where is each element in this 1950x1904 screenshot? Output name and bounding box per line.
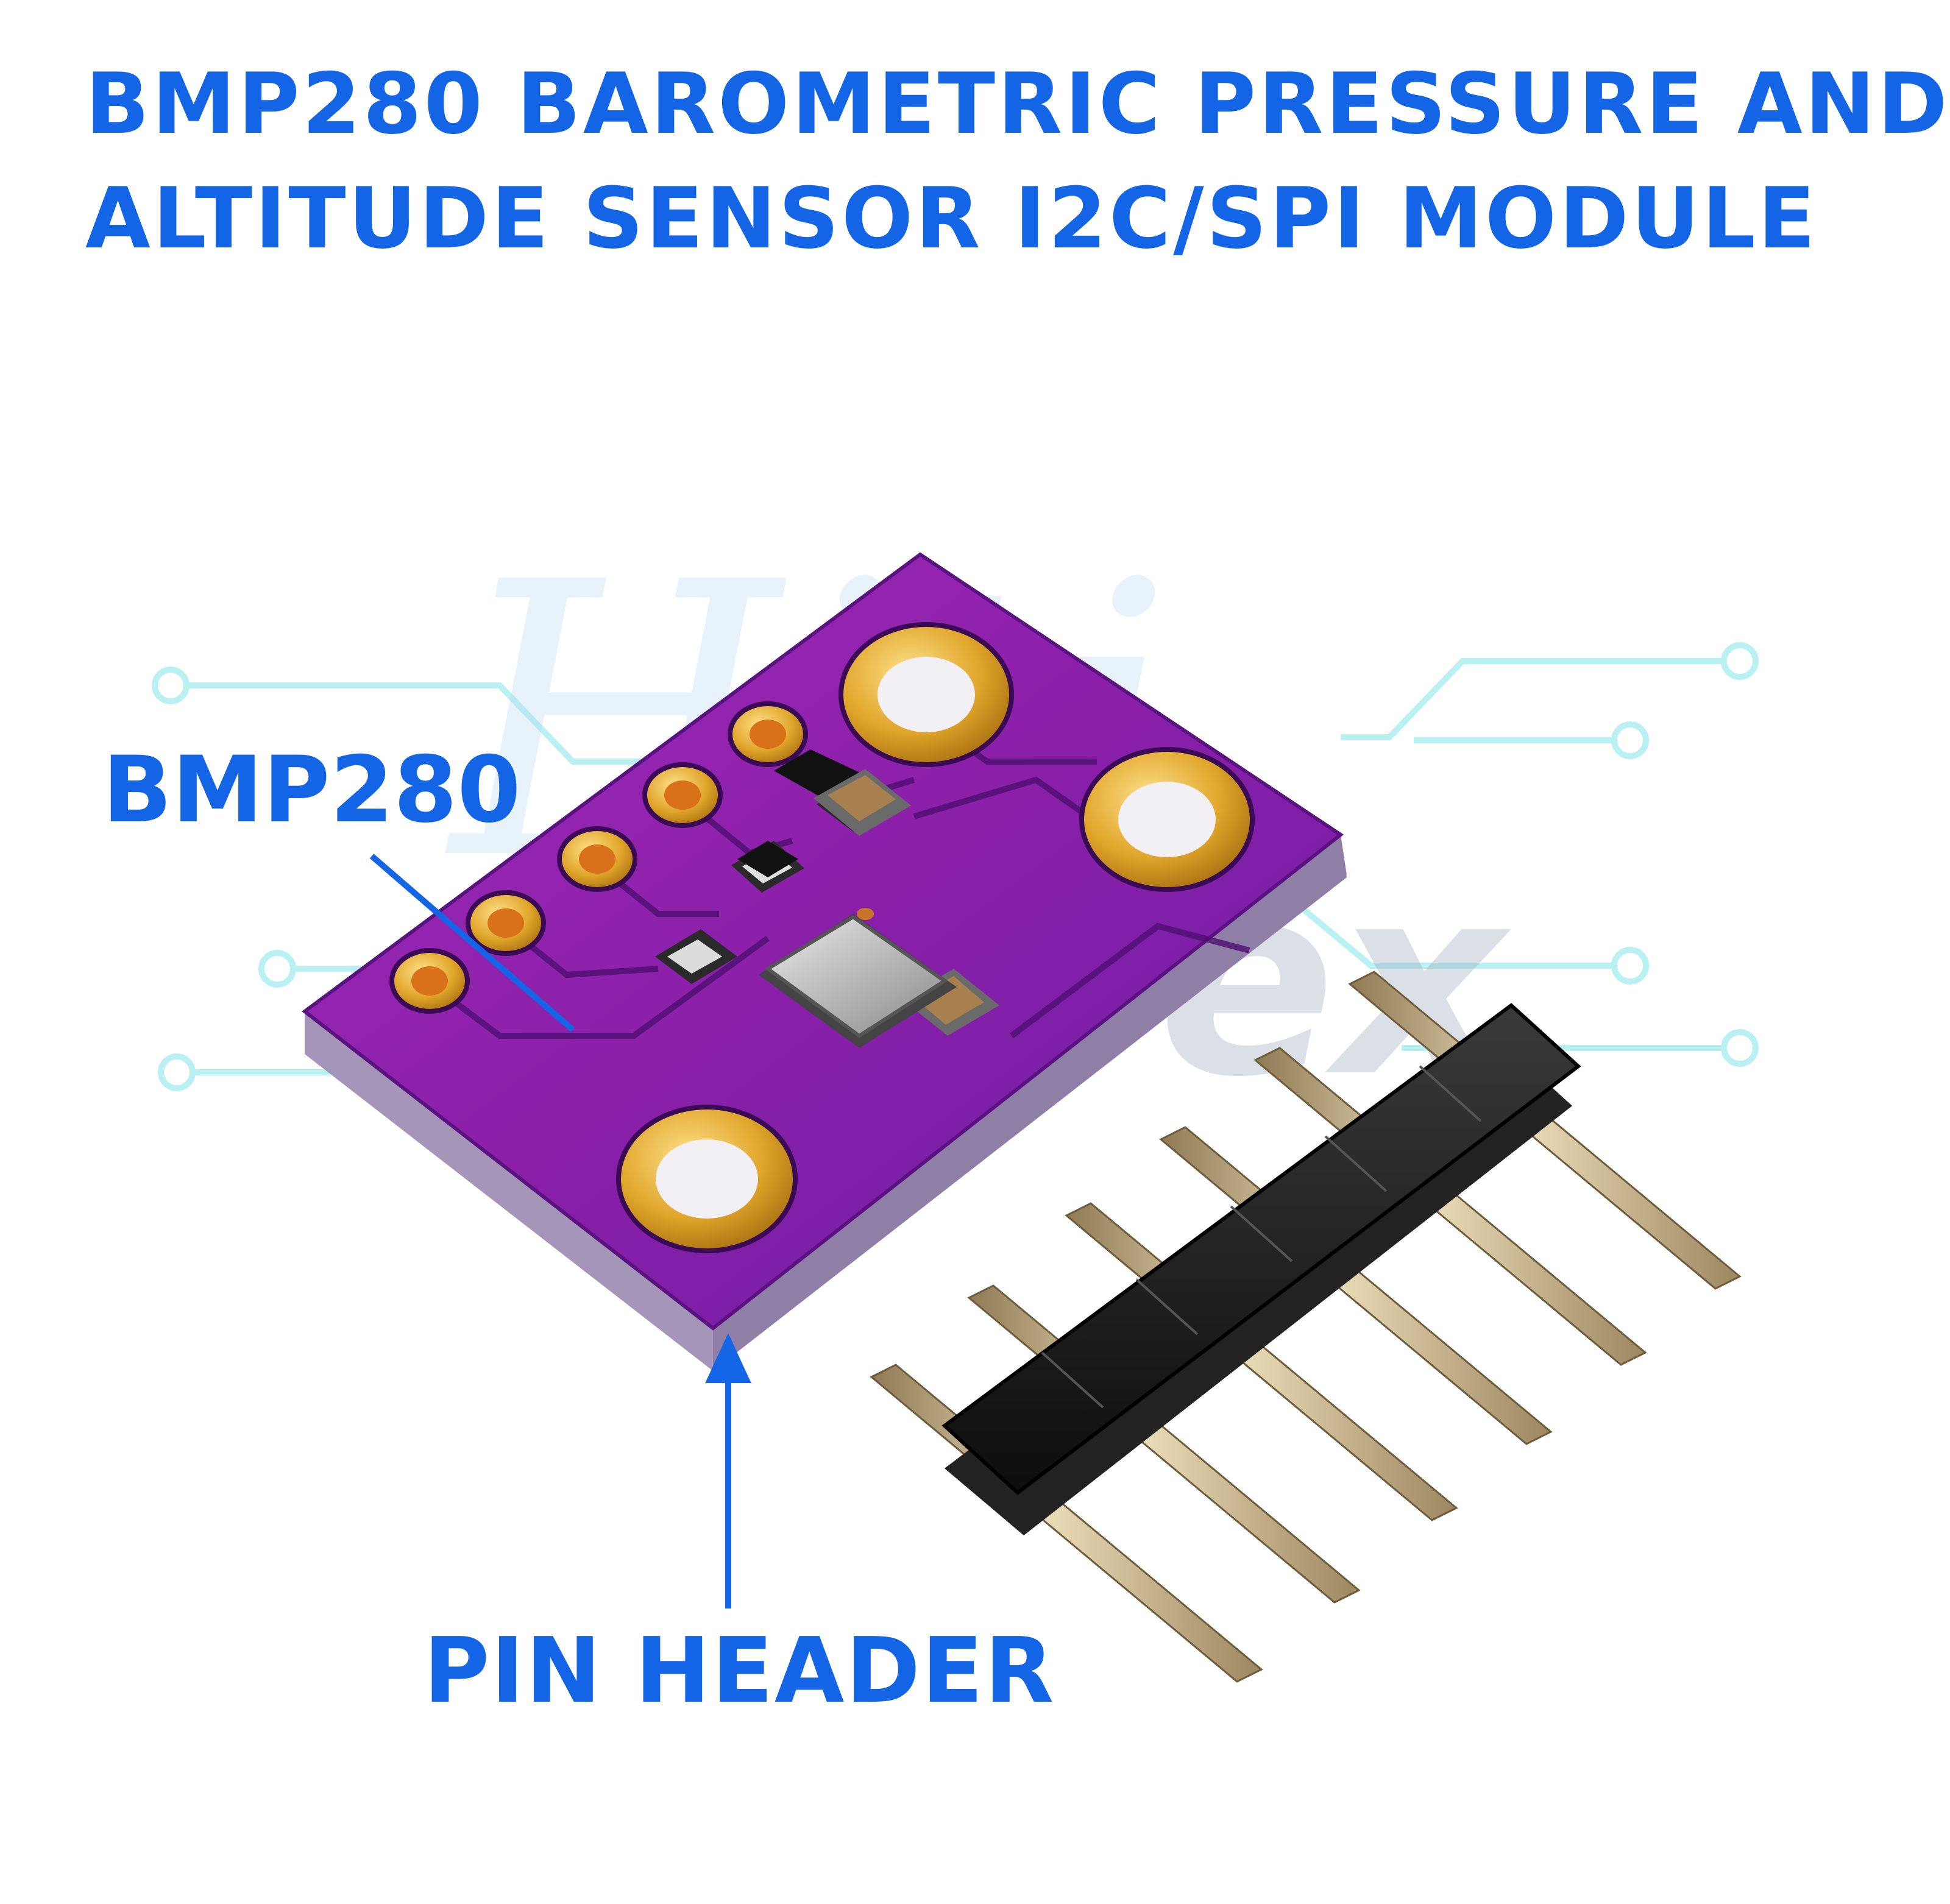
title-line-2: ALTITUDE SENSOR I2C/SPI MODULE (85, 169, 1818, 267)
pin-header-callout-label: PIN HEADER (424, 1618, 1055, 1723)
bmp280-callout-label: BMP280 (102, 737, 521, 843)
mounting-holes (616, 622, 1255, 1253)
bmp280-pcb-board (302, 552, 1347, 1371)
title-line-1: BMP280 BAROMETRIC PRESSURE AND (85, 55, 1950, 153)
pin-header (870, 971, 1742, 1683)
smd-components (655, 749, 999, 1048)
header-pads (389, 701, 808, 1014)
product-photo: Hiti ex (152, 503, 1759, 1683)
callout-lines (369, 854, 751, 1608)
